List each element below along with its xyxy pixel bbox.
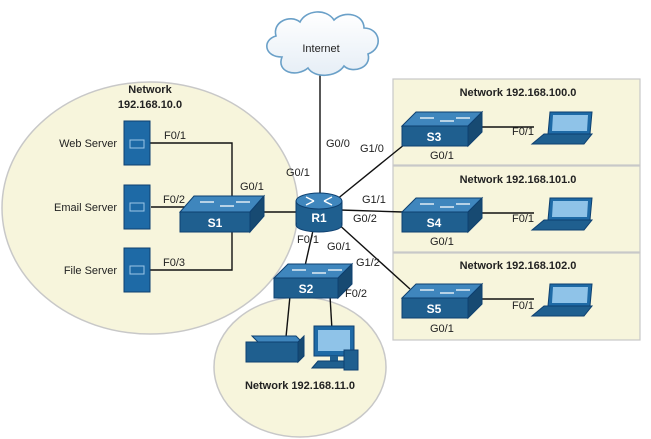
- link-r1-s3: [335, 139, 411, 201]
- port-r1-g10: G1/0: [360, 143, 384, 155]
- network-100-title: Network 192.168.100.0: [460, 87, 577, 99]
- internet-label: Internet: [302, 43, 339, 55]
- network-10-title: Network: [128, 84, 172, 96]
- desktop-pc: [310, 325, 359, 371]
- link-s2-printer: [285, 295, 291, 338]
- file-server: File Server: [64, 247, 151, 293]
- s1-label: S1: [208, 216, 223, 230]
- port-r1-g02: G0/2: [353, 213, 377, 225]
- network-10-subtitle: 192.168.10.0: [118, 99, 182, 111]
- email-server-label: Email Server: [54, 202, 117, 214]
- s4-label: S4: [427, 216, 442, 230]
- laptop-network-100: [530, 111, 594, 145]
- port-s4-g01: G0/1: [430, 236, 454, 248]
- network-102-title: Network 192.168.102.0: [460, 260, 577, 272]
- link-s2-pc: [329, 295, 333, 331]
- email-server: Email Server: [54, 184, 151, 230]
- port-s5-f01: F0/1: [512, 300, 534, 312]
- r1-label: R1: [311, 211, 327, 225]
- network-11-area: [213, 296, 387, 438]
- port-s5-g01: G0/1: [430, 323, 454, 335]
- port-s1-web: F0/1: [164, 130, 186, 142]
- switch-s4: S4: [400, 196, 484, 234]
- switch-s2: S2: [272, 262, 354, 300]
- s5-label: S5: [427, 302, 442, 316]
- file-server-label: File Server: [64, 265, 118, 277]
- link-r1-s2: [304, 225, 315, 267]
- port-s1-file: F0/3: [163, 257, 185, 269]
- s2-label: S2: [299, 282, 314, 296]
- switch-s3: S3: [400, 110, 484, 148]
- link-s1-file: [148, 228, 233, 271]
- port-r1-internet: G0/0: [326, 138, 350, 150]
- port-s3-g01: G0/1: [430, 150, 454, 162]
- link-s1-web: [148, 142, 233, 197]
- port-r1-f01: F0/1: [297, 234, 319, 246]
- web-server: Web Server: [59, 120, 151, 166]
- port-s1-uplink: G0/1: [240, 181, 264, 193]
- network-11-title: Network 192.168.11.0: [245, 380, 355, 392]
- link-r1-s4: [339, 209, 404, 213]
- printer: [245, 334, 305, 364]
- router-r1: R1: [295, 192, 343, 233]
- laptop-network-101: [530, 197, 594, 231]
- port-r1-g12: G1/2: [356, 257, 380, 269]
- switch-s1: S1: [178, 194, 266, 234]
- s3-label: S3: [427, 130, 442, 144]
- port-r1-g01: G0/1: [286, 167, 310, 179]
- port-r1-g11: G1/1: [362, 194, 386, 206]
- link-r1-s5: [335, 221, 411, 290]
- port-s4-f01: F0/1: [512, 213, 534, 225]
- port-s3-f01: F0/1: [512, 126, 534, 138]
- switch-s5: S5: [400, 282, 484, 320]
- web-server-label: Web Server: [59, 138, 117, 150]
- port-labels: F0/1 F0/2 F0/3 G0/1 G0/0 G0/1 G1/0 G1/1 …: [163, 126, 534, 335]
- port-s1-email: F0/2: [163, 194, 185, 206]
- laptop-network-102: [530, 283, 594, 317]
- internet-cloud: Internet: [266, 11, 379, 77]
- network-101-title: Network 192.168.101.0: [460, 174, 577, 186]
- port-s2-f02: F0/2: [345, 288, 367, 300]
- port-s2-uplink: G0/1: [327, 241, 351, 253]
